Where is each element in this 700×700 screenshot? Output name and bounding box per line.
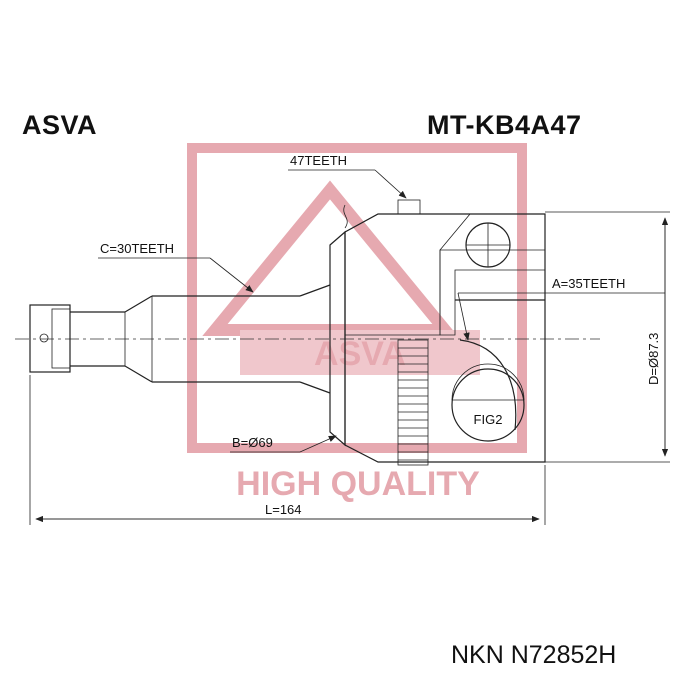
shaft-spline-label: C=30TEETH <box>100 241 174 256</box>
seal-diameter-label: B=Ø69 <box>232 435 273 450</box>
outer-diameter-label: D=Ø87.3 <box>646 333 661 385</box>
abs-teeth-label: 47TEETH <box>290 153 347 168</box>
dimension-d <box>545 211 670 463</box>
part-number: MT-KB4A47 <box>427 110 582 140</box>
dimension-l <box>29 375 546 525</box>
leader-shaft-spline <box>98 257 254 293</box>
cross-reference: NKN N72852H <box>451 641 617 669</box>
shaft <box>29 284 331 394</box>
leader-outer-spline <box>457 292 665 341</box>
abs-ring <box>397 339 429 466</box>
svg-text:ASVA: ASVA <box>314 335 406 373</box>
leader-abs-teeth <box>288 169 407 199</box>
watermark-text: HIGH QUALITY <box>236 465 480 503</box>
detail-circle <box>451 368 525 442</box>
length-label: L=164 <box>265 502 302 517</box>
leader-seal-diameter <box>230 435 337 453</box>
figure-label: FIG2 <box>474 412 503 427</box>
brand-name: ASVA <box>22 110 98 140</box>
watermark-logo: ASVA <box>187 143 527 453</box>
outer-spline-label: A=35TEETH <box>552 276 625 291</box>
